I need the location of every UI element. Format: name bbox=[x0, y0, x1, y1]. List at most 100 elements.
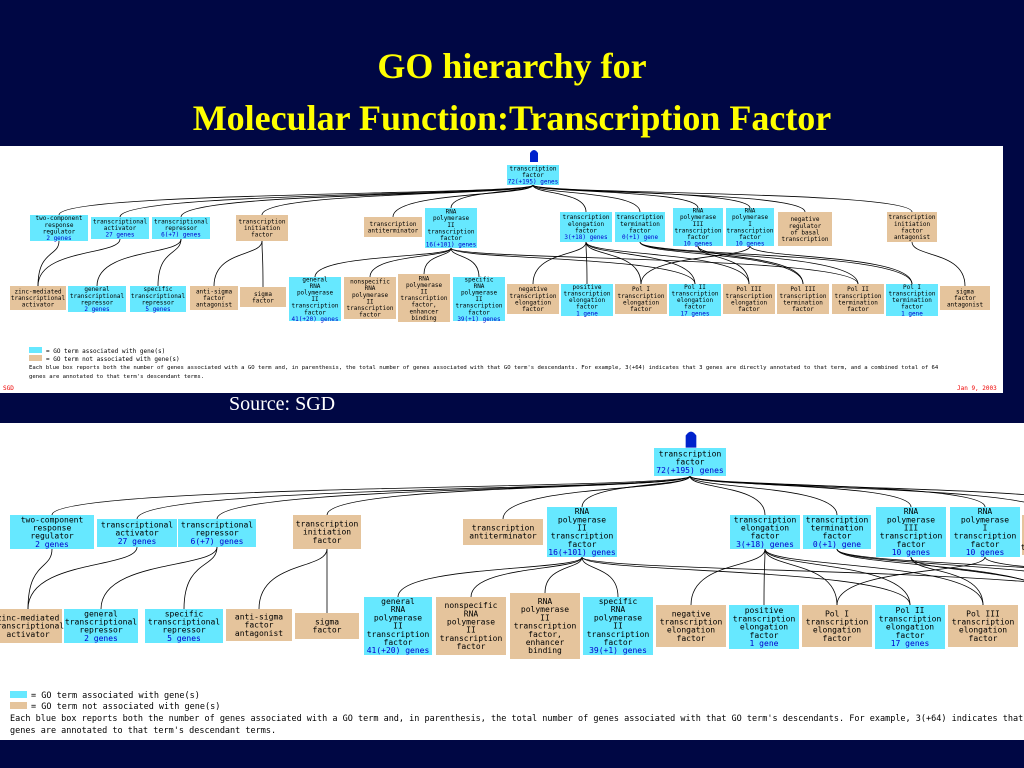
go-term-box[interactable] bbox=[886, 284, 938, 316]
go-term-box[interactable] bbox=[398, 274, 450, 322]
go-term-specific_pol2[interactable]: specificRNApolymeraseIItranscriptionfact… bbox=[583, 597, 653, 655]
go-term-box[interactable] bbox=[875, 605, 945, 649]
go-term-box[interactable] bbox=[876, 507, 946, 557]
go-term-box[interactable] bbox=[730, 515, 800, 549]
go-term-box[interactable] bbox=[510, 593, 580, 659]
go-term-box[interactable] bbox=[615, 212, 665, 242]
go-term-box[interactable] bbox=[190, 286, 238, 310]
go-term-box[interactable] bbox=[729, 605, 799, 649]
go-term-box[interactable] bbox=[561, 284, 613, 316]
go-term-box[interactable] bbox=[364, 597, 432, 655]
go-term-box[interactable] bbox=[344, 277, 396, 319]
go-term-box[interactable] bbox=[145, 609, 223, 643]
go-term-box[interactable] bbox=[560, 212, 612, 242]
go-term-box[interactable] bbox=[726, 208, 774, 246]
go-term-nonspecific_pol2[interactable]: nonspecificRNApolymeraseIItranscriptionf… bbox=[436, 597, 506, 655]
go-term-box[interactable] bbox=[656, 605, 726, 647]
go-term-box[interactable] bbox=[802, 605, 872, 647]
go-term-pol2_enhancer[interactable]: RNApolymeraseIItranscriptionfactor,enhan… bbox=[398, 274, 450, 322]
go-term-pol2[interactable]: RNApolymeraseIItranscriptionfactor16(+10… bbox=[425, 208, 477, 249]
go-term-box[interactable] bbox=[178, 519, 256, 547]
go-term-box[interactable] bbox=[615, 284, 667, 314]
go-term-box[interactable] bbox=[10, 286, 66, 310]
go-term-specific_pol2[interactable]: specificRNApolymeraseIItranscriptionfact… bbox=[453, 276, 505, 323]
go-term-box[interactable] bbox=[583, 597, 653, 655]
go-term-box[interactable] bbox=[948, 605, 1018, 647]
go-term-box[interactable] bbox=[68, 286, 126, 312]
go-term-box[interactable] bbox=[364, 217, 422, 237]
go-term-box[interactable] bbox=[97, 519, 177, 547]
go-term-box[interactable] bbox=[803, 515, 871, 549]
go-term-box[interactable] bbox=[950, 507, 1020, 557]
go-term-box[interactable] bbox=[64, 609, 138, 643]
go-term-box[interactable] bbox=[152, 217, 210, 239]
go-term-box[interactable] bbox=[293, 515, 361, 549]
go-term-box[interactable] bbox=[130, 286, 186, 312]
go-term-box[interactable] bbox=[654, 448, 726, 476]
go-term-box[interactable] bbox=[295, 613, 359, 639]
go-term-box[interactable] bbox=[507, 165, 559, 185]
go-term-box[interactable] bbox=[0, 609, 62, 643]
go-term-box[interactable] bbox=[669, 284, 721, 316]
go-term-box[interactable] bbox=[30, 215, 88, 241]
go-term-box[interactable] bbox=[10, 515, 94, 549]
go-term-box[interactable] bbox=[425, 208, 477, 248]
go-term-box[interactable] bbox=[778, 212, 832, 246]
go-term-box[interactable] bbox=[453, 277, 505, 321]
go-term-box[interactable] bbox=[723, 284, 775, 314]
go-term-box[interactable] bbox=[463, 519, 543, 545]
go-term-box[interactable] bbox=[240, 287, 286, 307]
go-term-box[interactable] bbox=[1022, 515, 1024, 555]
go-term-box[interactable] bbox=[887, 212, 937, 242]
go-term-pol2_enhancer[interactable]: RNApolymeraseIItranscriptionfactor,enhan… bbox=[510, 593, 580, 659]
go-term-box[interactable] bbox=[91, 217, 149, 239]
go-term-pol2[interactable]: RNApolymeraseIItranscriptionfactor16(+10… bbox=[547, 507, 617, 557]
go-term-general_pol2[interactable]: generalRNApolymeraseIItranscriptionfacto… bbox=[364, 597, 432, 655]
go-term-box[interactable] bbox=[673, 208, 723, 246]
go-term-box[interactable] bbox=[777, 284, 829, 314]
go-term-box[interactable] bbox=[547, 507, 617, 557]
